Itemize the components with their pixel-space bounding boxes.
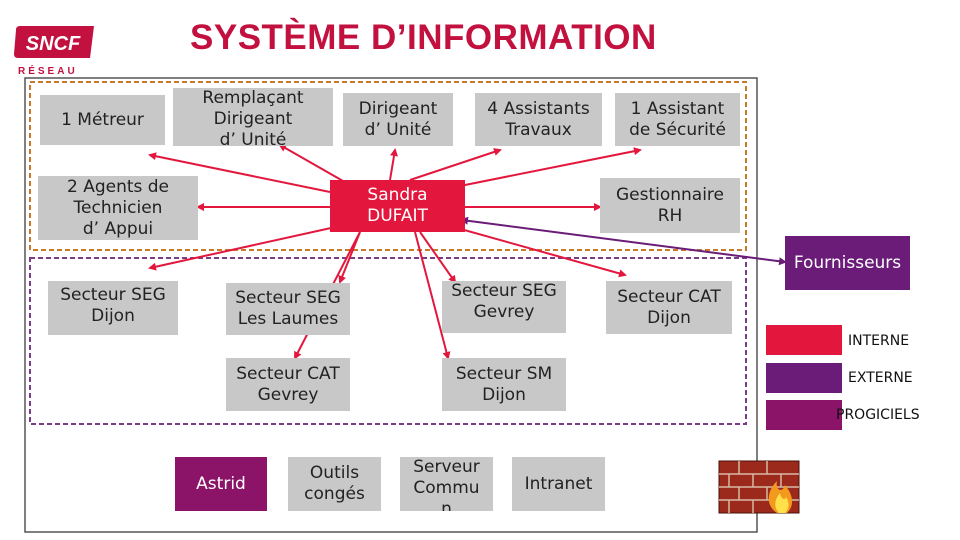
node-dirigeant: Dirigeant d’ Unité: [343, 93, 453, 146]
link-seg-gevrey: [419, 231, 457, 284]
logo-sub: RÉSEAU: [18, 66, 78, 77]
node-assistants-travaux: 4 Assistants Travaux: [475, 93, 602, 146]
legend-label-interne: INTERNE: [848, 333, 910, 349]
legend-swatch-interne: [766, 325, 842, 355]
node-gestionnaire-rh: Gestionnaire RH: [600, 178, 740, 233]
sncf-logo-mark: SNCF: [14, 26, 94, 58]
node-metreur: 1 Métreur: [40, 95, 165, 145]
firewall-icon: [718, 460, 800, 514]
node-assistant-securite: 1 Assistant de Sécurité: [615, 93, 740, 146]
node-outils-conges: Outils congés: [288, 457, 381, 511]
node-astrid: Astrid: [175, 457, 267, 511]
sncf-logo: SNCF RÉSEAU: [12, 24, 98, 77]
legend-label-progiciels: PROGICIELS: [836, 407, 920, 423]
page-title: SYSTÈME D’INFORMATION: [190, 18, 657, 57]
node-serveur-commun: Serveur Commu n: [400, 457, 493, 511]
link-fournisseurs: [460, 216, 787, 266]
legend-label-externe: EXTERNE: [848, 370, 913, 386]
node-fournisseurs: Fournisseurs: [785, 236, 910, 290]
link-dirigeant: [389, 148, 398, 181]
node-center-person: Sandra DUFAIT: [330, 180, 465, 232]
link-metreur: [148, 152, 331, 193]
node-secteur-seg-dijon: Secteur SEG Dijon: [48, 281, 178, 335]
sector-group-border: [29, 257, 747, 425]
link-assistants-travaux: [409, 148, 502, 181]
node-secteur-cat-dijon: Secteur CAT Dijon: [606, 281, 732, 334]
node-secteur-seg-gevrey: Secteur SEG Gevrey: [442, 281, 566, 333]
node-remplacant-dirigeant: Remplaçant Dirigeant d’ Unité: [173, 88, 333, 146]
link-seg-dijon: [148, 225, 341, 271]
node-agents-technicien: 2 Agents de Technicien d’ Appui: [38, 176, 198, 240]
node-secteur-cat-gevrey: Secteur CAT Gevrey: [226, 358, 350, 411]
outer-frame: [24, 77, 758, 533]
link-sm-dijon: [414, 231, 451, 360]
node-intranet: Intranet: [512, 457, 605, 511]
link-assistant-securite: [439, 147, 642, 191]
legend-swatch-progiciels: [766, 400, 842, 430]
node-secteur-seg-laumes: Secteur SEG Les Laumes: [226, 283, 350, 335]
node-secteur-sm-dijon: Secteur SM Dijon: [442, 358, 566, 411]
logo-brand: SNCF: [26, 33, 81, 55]
link-remplacant: [278, 144, 351, 186]
internal-group-border: [29, 81, 747, 251]
legend-swatch-externe: [766, 363, 842, 393]
